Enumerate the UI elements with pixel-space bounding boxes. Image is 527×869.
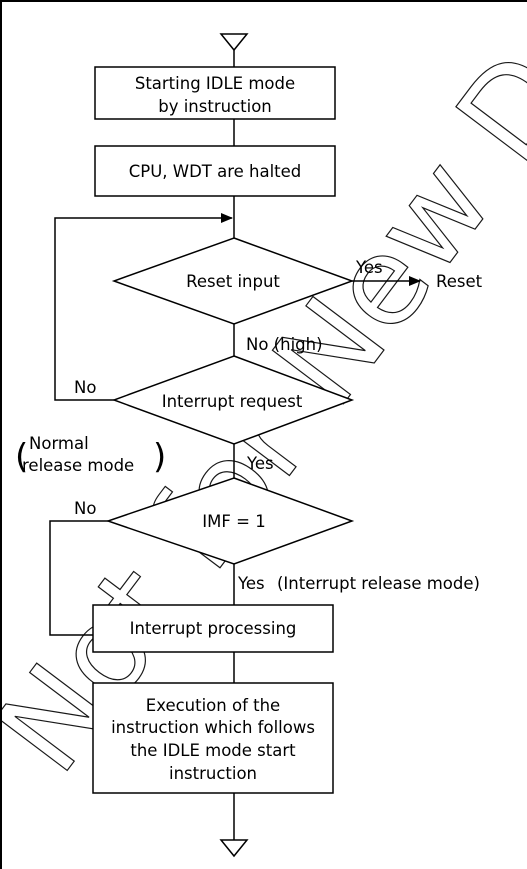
note-open-paren: ( (15, 437, 28, 477)
imf-label: IMF = 1 (202, 512, 265, 531)
execution-line4: instruction (169, 764, 257, 783)
note-close-paren: ) (153, 437, 166, 477)
interrupt-processing-label: Interrupt processing (130, 619, 297, 638)
interrupt-processing-box (92, 604, 334, 653)
execution-line3: the IDLE mode start (130, 741, 296, 760)
imf-yes-label: Yes (237, 574, 265, 593)
reset-yes-label: Yes (355, 258, 383, 277)
reset-target-label: Reset (436, 272, 483, 291)
execution-line1: Execution of the (146, 696, 280, 715)
reset-no-label: No (high) (246, 335, 323, 354)
end-terminal-icon (219, 839, 249, 858)
interrupt-request-label: Interrupt request (162, 392, 303, 411)
interrupt-yes-label: Yes (246, 454, 274, 473)
interrupt-no-loop-arrow (54, 213, 233, 401)
halt-box-label: CPU, WDT are halted (129, 162, 302, 181)
start-terminal-icon (219, 33, 249, 52)
imf-no-label: No (74, 499, 96, 518)
execution-line2: instruction which follows (111, 718, 315, 737)
reset-input-label: Reset input (186, 272, 280, 291)
interrupt-no-label: No (74, 378, 96, 397)
normal-release-line2: release mode (22, 456, 134, 475)
execution-box (92, 682, 334, 794)
imf-yes-note: (Interrupt release mode) (277, 574, 480, 593)
start-idle-mode-box (94, 66, 336, 120)
normal-release-line1: Normal (29, 434, 89, 453)
start-box-line2: by instruction (158, 97, 272, 116)
cpu-wdt-halted-box (94, 145, 336, 197)
start-box-line1: Starting IDLE mode (135, 74, 295, 93)
